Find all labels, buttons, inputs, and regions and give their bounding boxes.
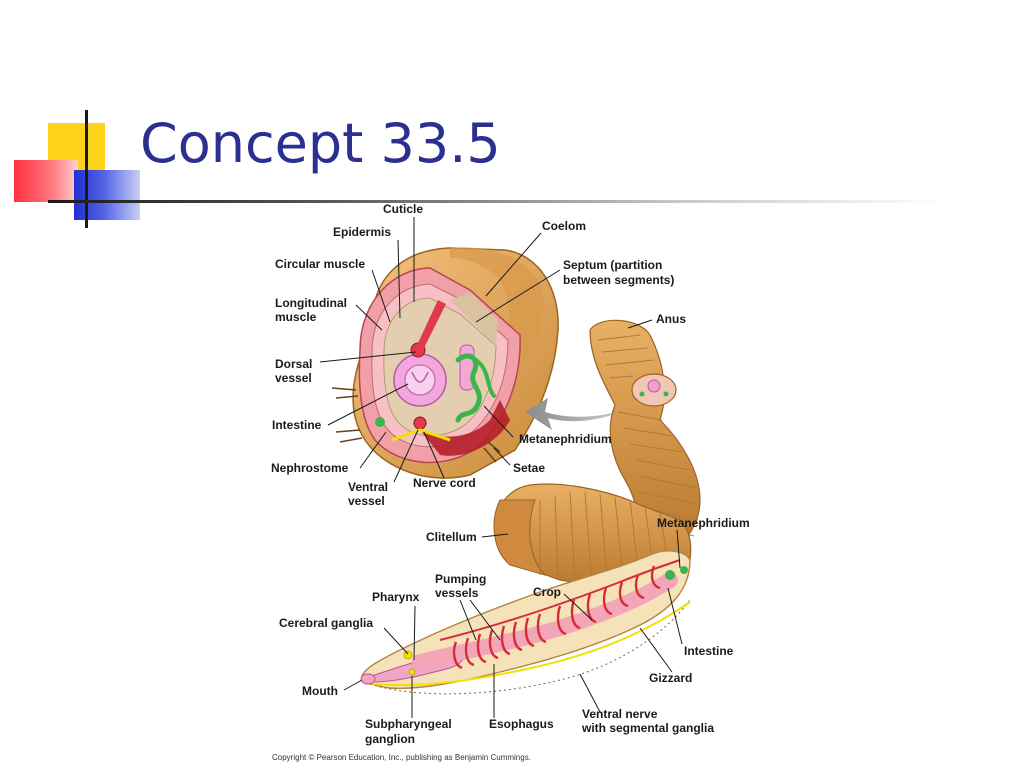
- title-underline: [48, 200, 948, 203]
- label-crop: Crop: [533, 585, 561, 599]
- label-nephrostome: Nephrostome: [271, 461, 349, 475]
- label-ventral-nerve-line2: with segmental ganglia: [581, 721, 714, 735]
- label-metanephridium-section: Metanephridium: [519, 432, 612, 446]
- label-nerve-cord: Nerve cord: [413, 476, 476, 490]
- label-gizzard: Gizzard: [649, 671, 692, 685]
- label-pumping-vessels-line1: Pumping: [435, 572, 486, 586]
- worm-body: [360, 319, 701, 695]
- label-dorsal-vessel-line2: vessel: [275, 371, 312, 385]
- label-coelom: Coelom: [542, 219, 586, 233]
- label-mouth: Mouth: [302, 684, 338, 698]
- label-dorsal-vessel-line1: Dorsal: [275, 357, 312, 371]
- label-ventral-nerve-line1: Ventral nerve: [582, 707, 658, 721]
- label-ventral-vessel-line1: Ventral: [348, 480, 388, 494]
- label-subpharyngeal-line2: ganglion: [365, 732, 415, 746]
- label-longitudinal-muscle-line2: muscle: [275, 310, 317, 324]
- decor-vertical-line: [85, 110, 88, 228]
- label-septum-line2: between segments): [563, 273, 674, 287]
- direction-arrow: [525, 398, 630, 430]
- label-anus: Anus: [656, 312, 686, 326]
- label-cuticle: Cuticle: [383, 202, 423, 216]
- leader-lines: [319, 217, 683, 718]
- label-longitudinal-muscle-line1: Longitudinal: [275, 296, 347, 310]
- label-esophagus: Esophagus: [489, 717, 554, 731]
- label-circular-muscle: Circular muscle: [275, 257, 365, 271]
- label-pumping-vessels-line2: vessels: [435, 586, 479, 600]
- decor-red-bar: [14, 160, 78, 202]
- copyright-notice: Copyright © Pearson Education, Inc., pub…: [272, 753, 531, 762]
- label-cerebral-ganglia: Cerebral ganglia: [279, 616, 373, 630]
- diagram-labels: Cuticle Epidermis Circular muscle Longit…: [271, 202, 750, 762]
- label-clitellum: Clitellum: [426, 530, 477, 544]
- label-intestine-section: Intestine: [272, 418, 322, 432]
- slide-title: Concept 33.5: [140, 112, 501, 175]
- label-septum-line1: Septum (partition: [563, 258, 662, 272]
- label-epidermis: Epidermis: [333, 225, 391, 239]
- label-metanephridium-body: Metanephridium: [657, 516, 750, 530]
- label-subpharyngeal-line1: Subpharyngeal: [365, 717, 452, 731]
- label-setae: Setae: [513, 461, 545, 475]
- label-pharynx: Pharynx: [372, 590, 420, 604]
- label-intestine-body: Intestine: [684, 644, 734, 658]
- label-ventral-vessel-line2: vessel: [348, 494, 385, 508]
